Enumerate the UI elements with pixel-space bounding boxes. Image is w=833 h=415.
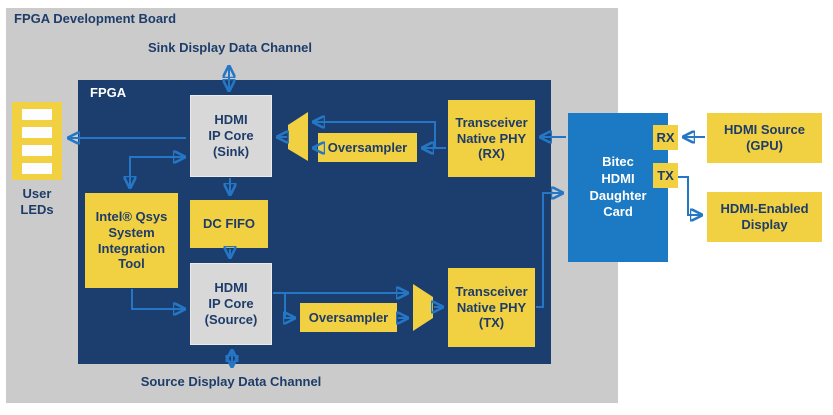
led-indicator (22, 144, 52, 156)
led-indicator (22, 162, 52, 174)
rx-port-tab: RX (653, 125, 678, 150)
conn-tx-to-display (678, 176, 701, 215)
hdmi-source-gpu-block: HDMI Source (GPU) (707, 113, 822, 163)
transceiver-phy-tx-block: Transceiver Native PHY (TX) (448, 268, 535, 347)
source-ddc-label: Source Display Data Channel (140, 374, 322, 389)
bitec-hdmi-daughter-card-block: Bitec HDMI Daughter Card (568, 113, 668, 262)
transceiver-phy-rx-block: Transceiver Native PHY (RX) (448, 100, 535, 177)
hdmi-ip-core-source-block: HDMI IP Core (Source) (190, 263, 272, 345)
qsys-integration-tool-block: Intel® Qsys System Integration Tool (85, 193, 178, 288)
board-title: FPGA Development Board (14, 11, 177, 26)
tx-port-tab: TX (653, 163, 678, 188)
hdmi-ip-core-sink-block: HDMI IP Core (Sink) (190, 95, 272, 177)
dc-fifo-block: DC FIFO (190, 200, 268, 248)
led-indicator (22, 126, 52, 138)
led-indicator (22, 108, 52, 120)
user-leds-label: User LEDs (20, 186, 54, 218)
user-leds-icon (12, 102, 62, 180)
fpga-label: FPGA (90, 85, 127, 100)
oversampler-tx-block: Oversampler (300, 303, 397, 332)
sink-ddc-label: Sink Display Data Channel (148, 40, 312, 55)
hdmi-enabled-display-block: HDMI-Enabled Display (707, 192, 822, 242)
oversampler-rx-block: Oversampler (318, 133, 417, 162)
